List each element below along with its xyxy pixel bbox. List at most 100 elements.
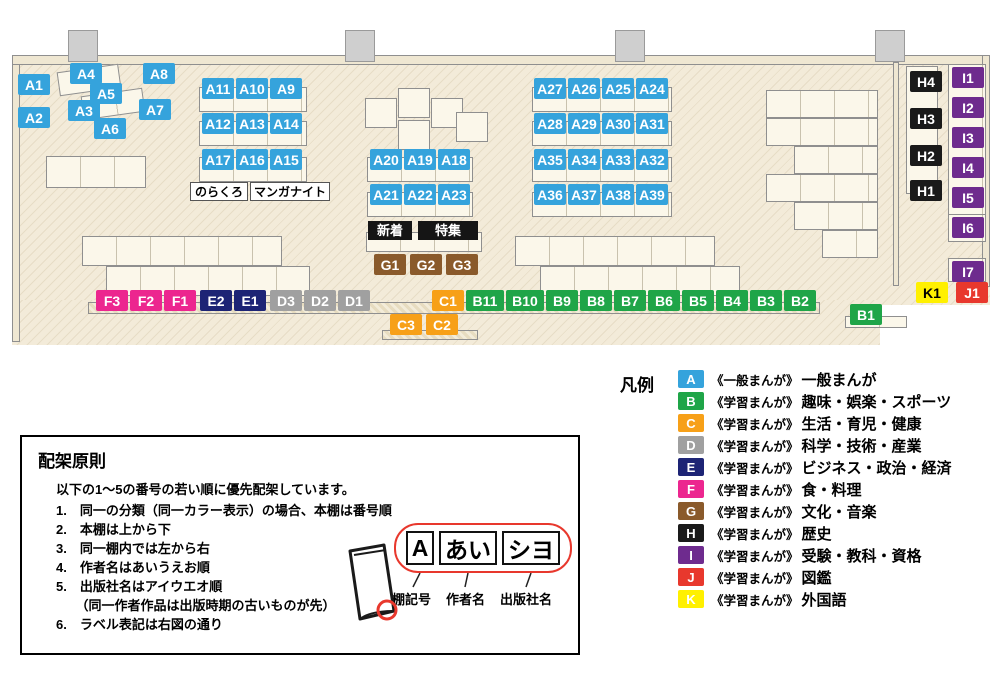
shelf-badge-i6: I6 <box>952 217 984 238</box>
shelf-badge-a20: A20 <box>370 149 402 170</box>
shelf-badge-d3: D3 <box>270 290 302 311</box>
shelf-badge-e1: E1 <box>234 290 266 311</box>
shelf-block <box>766 174 878 202</box>
shelf-badge-a2: A2 <box>18 107 50 128</box>
shelf-badge-b7: B7 <box>614 290 646 311</box>
shelf-badge-norakuro-sign: のらくろ <box>190 182 248 201</box>
principles-intro: 以下の1〜5の番号の若い順に優先配架しています。 <box>56 482 355 497</box>
principles-item: 1. 同一の分類（同一カラー表示）の場合、本棚は番号順 <box>56 503 392 518</box>
pillar <box>875 30 905 62</box>
shelf-badge-manga-night-sign: マンガナイト <box>250 182 330 201</box>
shelf-badge-a28: A28 <box>534 113 566 134</box>
shelf-block <box>766 118 878 146</box>
legend-badge-c: C <box>678 414 704 432</box>
shelf-badge-a34: A34 <box>568 149 600 170</box>
pillar <box>615 30 645 62</box>
shelf-badge-b1: B1 <box>850 304 882 325</box>
shelf-badge-a19: A19 <box>404 149 436 170</box>
shelf-badge-a13: A13 <box>236 113 268 134</box>
principles-item: 4. 作者名はあいうえお順 <box>56 560 210 575</box>
legend-badge-e: E <box>678 458 704 476</box>
legend-item-c: C《学習まんが》生活・育児・健康 <box>678 414 952 433</box>
principles-title: 配架原則 <box>38 452 106 471</box>
principles-item: 2. 本棚は上から下 <box>56 522 171 537</box>
shelf-badge-b5: B5 <box>682 290 714 311</box>
legend-series-label: 《学習まんが》 <box>711 439 799 454</box>
shelf-badge-c2: C2 <box>426 314 458 335</box>
legend-series-label: 《学習まんが》 <box>711 417 799 432</box>
shelf-badge-g2: G2 <box>410 254 442 275</box>
shelf-badge-a21: A21 <box>370 184 402 205</box>
shelf-badge-a35: A35 <box>534 149 566 170</box>
principles-list: 1. 同一の分類（同一カラー表示）の場合、本棚は番号順 2. 本棚は上から下 3. … <box>56 501 396 634</box>
shelf-badge-b8: B8 <box>580 290 612 311</box>
principles-item: 3. 同一棚内では左から右 <box>56 541 210 556</box>
legend-category-label: 図鑑 <box>801 569 832 587</box>
legend-item-e: E《学習まんが》ビジネス・政治・経済 <box>678 458 952 477</box>
shelf-block <box>794 202 878 230</box>
shelf-badge-a29: A29 <box>568 113 600 134</box>
shelf-badge-a32: A32 <box>636 149 668 170</box>
shelf-badge-new-arrivals-sign: 新着 <box>368 221 412 240</box>
shelf-badge-g3: G3 <box>446 254 478 275</box>
shelf-badge-a4: A4 <box>70 63 102 84</box>
shelf-badge-a7: A7 <box>139 99 171 120</box>
legend-series-label: 《学習まんが》 <box>711 571 799 586</box>
pointer-lines <box>412 573 532 588</box>
shelf-badge-a26: A26 <box>568 78 600 99</box>
shelf-badge-a12: A12 <box>202 113 234 134</box>
legend-series-label: 《学習まんが》 <box>711 527 799 542</box>
legend-category-label: 趣味・娯楽・スポーツ <box>801 393 952 411</box>
legend-series-label: 《学習まんが》 <box>711 593 799 608</box>
shelf-badge-b4: B4 <box>716 290 748 311</box>
legend-badge-a: A <box>678 370 704 388</box>
shelf-block <box>822 230 878 258</box>
shelf-badge-a24: A24 <box>636 78 668 99</box>
legend-item-k: K 《学習まんが》外国語 <box>678 590 952 609</box>
wall <box>893 62 899 286</box>
shelf-badge-h4: H4 <box>910 71 942 92</box>
shelf-badge-j1: J1 <box>956 282 988 303</box>
shelf-block <box>456 112 488 142</box>
legend-category-label: 食・料理 <box>801 481 862 499</box>
shelf-badge-h1: H1 <box>910 180 942 201</box>
legend-badge-d: D <box>678 436 704 454</box>
shelf-block <box>365 98 397 128</box>
principles-panel: 配架原則 以下の1〜5の番号の若い順に優先配架しています。 1. 同一の分類（同… <box>20 435 580 655</box>
shelf-badge-a11: A11 <box>202 78 234 99</box>
book-icon <box>348 543 398 621</box>
shelf-badge-f2: F2 <box>130 290 162 311</box>
shelf-badge-b11: B11 <box>466 290 504 311</box>
shelf-block <box>515 236 715 266</box>
shelf-badge-a10: A10 <box>236 78 268 99</box>
shelf-badge-a31: A31 <box>636 113 668 134</box>
label-shelf-code-box: A <box>406 531 434 565</box>
shelf-badge-a36: A36 <box>534 184 566 205</box>
shelf-badge-a1: A1 <box>18 74 50 95</box>
shelf-badge-a6: A6 <box>94 118 126 139</box>
legend-series-label: 《学習まんが》 <box>711 483 799 498</box>
shelf-badge-a17: A17 <box>202 149 234 170</box>
shelf-block <box>398 88 430 118</box>
caption-publisher: 出版社名 <box>500 592 553 607</box>
legend-series-label: 《一般まんが》 <box>711 373 799 388</box>
shelf-badge-c1: C1 <box>432 290 464 311</box>
caption-author: 作者名 <box>446 592 486 607</box>
legend-badge-k: K <box>678 590 704 608</box>
legend-category-label: 外国語 <box>801 591 847 609</box>
pillar <box>68 30 98 62</box>
shelf-badge-a5: A5 <box>90 83 122 104</box>
legend-item-i: I《学習まんが》受験・教科・資格 <box>678 546 952 565</box>
shelf-badge-a27: A27 <box>534 78 566 99</box>
legend-series-label: 《学習まんが》 <box>711 505 799 520</box>
legend-badge-i: I <box>678 546 704 564</box>
shelf-badge-a18: A18 <box>438 149 470 170</box>
shelf-block <box>46 156 146 188</box>
pillar <box>345 30 375 62</box>
shelf-badge-a25: A25 <box>602 78 634 99</box>
shelf-badge-c3: C3 <box>390 314 422 335</box>
shelf-badge-k1: K1 <box>916 282 948 303</box>
label-publisher-box: シヨ <box>502 531 560 565</box>
legend-category-label: ビジネス・政治・経済 <box>801 459 952 477</box>
